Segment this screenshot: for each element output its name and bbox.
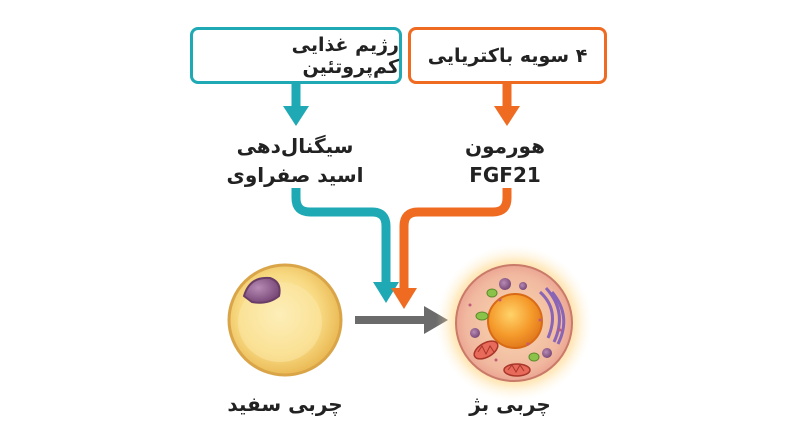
bile-acid-line2: اسید صفراوی — [226, 163, 364, 187]
beige-fat-label: چربی بژ — [469, 392, 551, 416]
fgf21-hormone-label: هورمون FGF21 — [405, 132, 605, 190]
hormone-line2: FGF21 — [469, 163, 541, 187]
teal-arrowhead — [373, 282, 399, 303]
orange-arrowhead — [391, 288, 417, 309]
orange-arrow-lower — [399, 188, 512, 292]
conversion-arrow — [355, 306, 448, 334]
hormone-line1: هورمون — [465, 134, 545, 158]
beige-fat-cell — [436, 245, 592, 401]
teal-arrow-upper — [283, 84, 309, 126]
low-protein-diet-label: رژیم غذایی کم‌پروتئین — [291, 33, 399, 78]
low-protein-diet-box: رژیم غذایی کم‌پروتئین — [190, 27, 402, 84]
white-fat-label: چربی سفید — [227, 392, 343, 416]
bile-acid-line1: سیگنال‌دهی — [236, 134, 354, 158]
bacterial-strains-box: ۴ سویه باکتریایی — [408, 27, 607, 84]
orange-arrow-upper — [494, 84, 520, 126]
teal-arrow-lower — [291, 188, 391, 286]
white-fat-cell — [227, 263, 343, 377]
bile-acid-signaling-label: سیگنال‌دهی اسید صفراوی — [195, 132, 395, 190]
bacterial-strains-label: ۴ سویه باکتریایی — [427, 44, 588, 67]
